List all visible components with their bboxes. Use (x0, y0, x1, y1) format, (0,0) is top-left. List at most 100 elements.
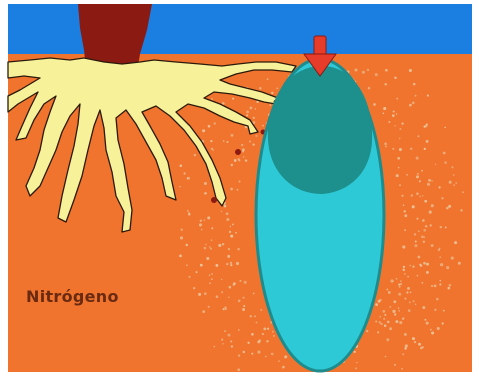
soil-particle (399, 138, 400, 139)
soil-particle (227, 255, 230, 258)
soil-particle (230, 340, 232, 342)
soil-particle (244, 281, 247, 284)
soil-particle (380, 316, 382, 318)
soil-particle (424, 319, 426, 321)
soil-particle (263, 328, 266, 331)
soil-particle (424, 148, 426, 150)
soil-particle (422, 195, 423, 196)
soil-particle (205, 192, 207, 194)
soil-particle (399, 184, 401, 186)
soil-particle (414, 244, 417, 247)
soil-particle (393, 110, 395, 112)
soil-particle (443, 152, 446, 155)
soil-particle (378, 300, 381, 303)
soil-particle (222, 343, 224, 345)
soil-particle (412, 205, 415, 208)
soil-particle (181, 229, 183, 231)
soil-particle (242, 151, 244, 153)
soil-particle (233, 284, 235, 286)
soil-particle (230, 262, 232, 264)
soil-particle (394, 364, 396, 366)
soil-particle (431, 244, 434, 247)
soil-particle (439, 256, 441, 258)
soil-particle (437, 327, 440, 330)
soil-particle (396, 278, 398, 280)
soil-particle (444, 127, 446, 129)
soil-particle (384, 314, 386, 316)
soil-particle (460, 209, 462, 211)
soil-particle (419, 264, 421, 266)
soil-particle (414, 341, 416, 343)
soil-particle (188, 276, 190, 278)
soil-particle (211, 239, 212, 240)
soil-particle (423, 262, 426, 265)
soil-particle (431, 180, 432, 181)
soil-particle (447, 287, 450, 290)
soil-particle (243, 297, 245, 299)
soil-particle (228, 296, 230, 298)
soil-particle (237, 368, 240, 371)
soil-particle (204, 182, 207, 185)
soil-particle (260, 309, 262, 311)
soil-particle (413, 300, 415, 302)
soil-particle (386, 338, 389, 341)
soil-particle (243, 305, 245, 307)
soil-particle (362, 71, 365, 74)
soil-particle (354, 351, 356, 353)
soil-particle (462, 191, 464, 193)
soil-particle (230, 188, 233, 191)
soil-particle (373, 103, 376, 106)
soil-particle (383, 113, 385, 115)
soil-particle (441, 197, 443, 199)
soil-particle (455, 182, 457, 184)
soil-particle (222, 243, 224, 245)
soil-particle (221, 291, 223, 293)
soil-particle (415, 95, 417, 97)
soil-particle (193, 287, 195, 289)
soil-particle (211, 273, 213, 275)
soil-particle (385, 145, 387, 147)
soil-particle (396, 113, 397, 114)
soil-particle (222, 102, 225, 105)
soil-particle (245, 159, 247, 161)
soil-particle (200, 220, 202, 222)
soil-particle (409, 265, 411, 267)
soil-particle (252, 143, 254, 145)
soil-particle (399, 321, 402, 324)
soil-particle (238, 159, 240, 161)
soil-particle (198, 293, 201, 296)
soil-particle (205, 244, 207, 246)
soil-particle (239, 181, 241, 183)
soil-particle (440, 226, 442, 228)
soil-particle (404, 214, 407, 217)
soil-particle (356, 362, 357, 363)
soil-particle (250, 315, 253, 318)
soil-particle (186, 264, 188, 266)
soil-particle (391, 279, 394, 282)
soil-particle (419, 196, 421, 198)
soil-particle (257, 351, 260, 354)
soil-particle (398, 307, 400, 309)
soil-particle (230, 264, 232, 266)
soil-particle (421, 170, 423, 172)
soil-particle (246, 114, 248, 116)
soil-particle (214, 346, 216, 348)
soil-particle (208, 306, 210, 308)
soil-particle (209, 282, 211, 284)
soil-particle (382, 310, 385, 313)
soil-particle (224, 330, 226, 332)
soil-particle (416, 218, 418, 220)
soil-particle (239, 280, 241, 282)
soil-particle (242, 308, 245, 311)
soil-particle (446, 207, 449, 210)
soil-particle (410, 291, 412, 293)
soil-particle (426, 263, 429, 266)
soil-particle (415, 304, 416, 305)
soil-particle (368, 87, 371, 90)
soil-particle (430, 329, 432, 331)
soil-particle (409, 302, 411, 304)
soil-particle (421, 235, 424, 238)
soil-particle (267, 78, 269, 80)
soil-particle (187, 210, 189, 212)
soil-particle (401, 195, 403, 197)
